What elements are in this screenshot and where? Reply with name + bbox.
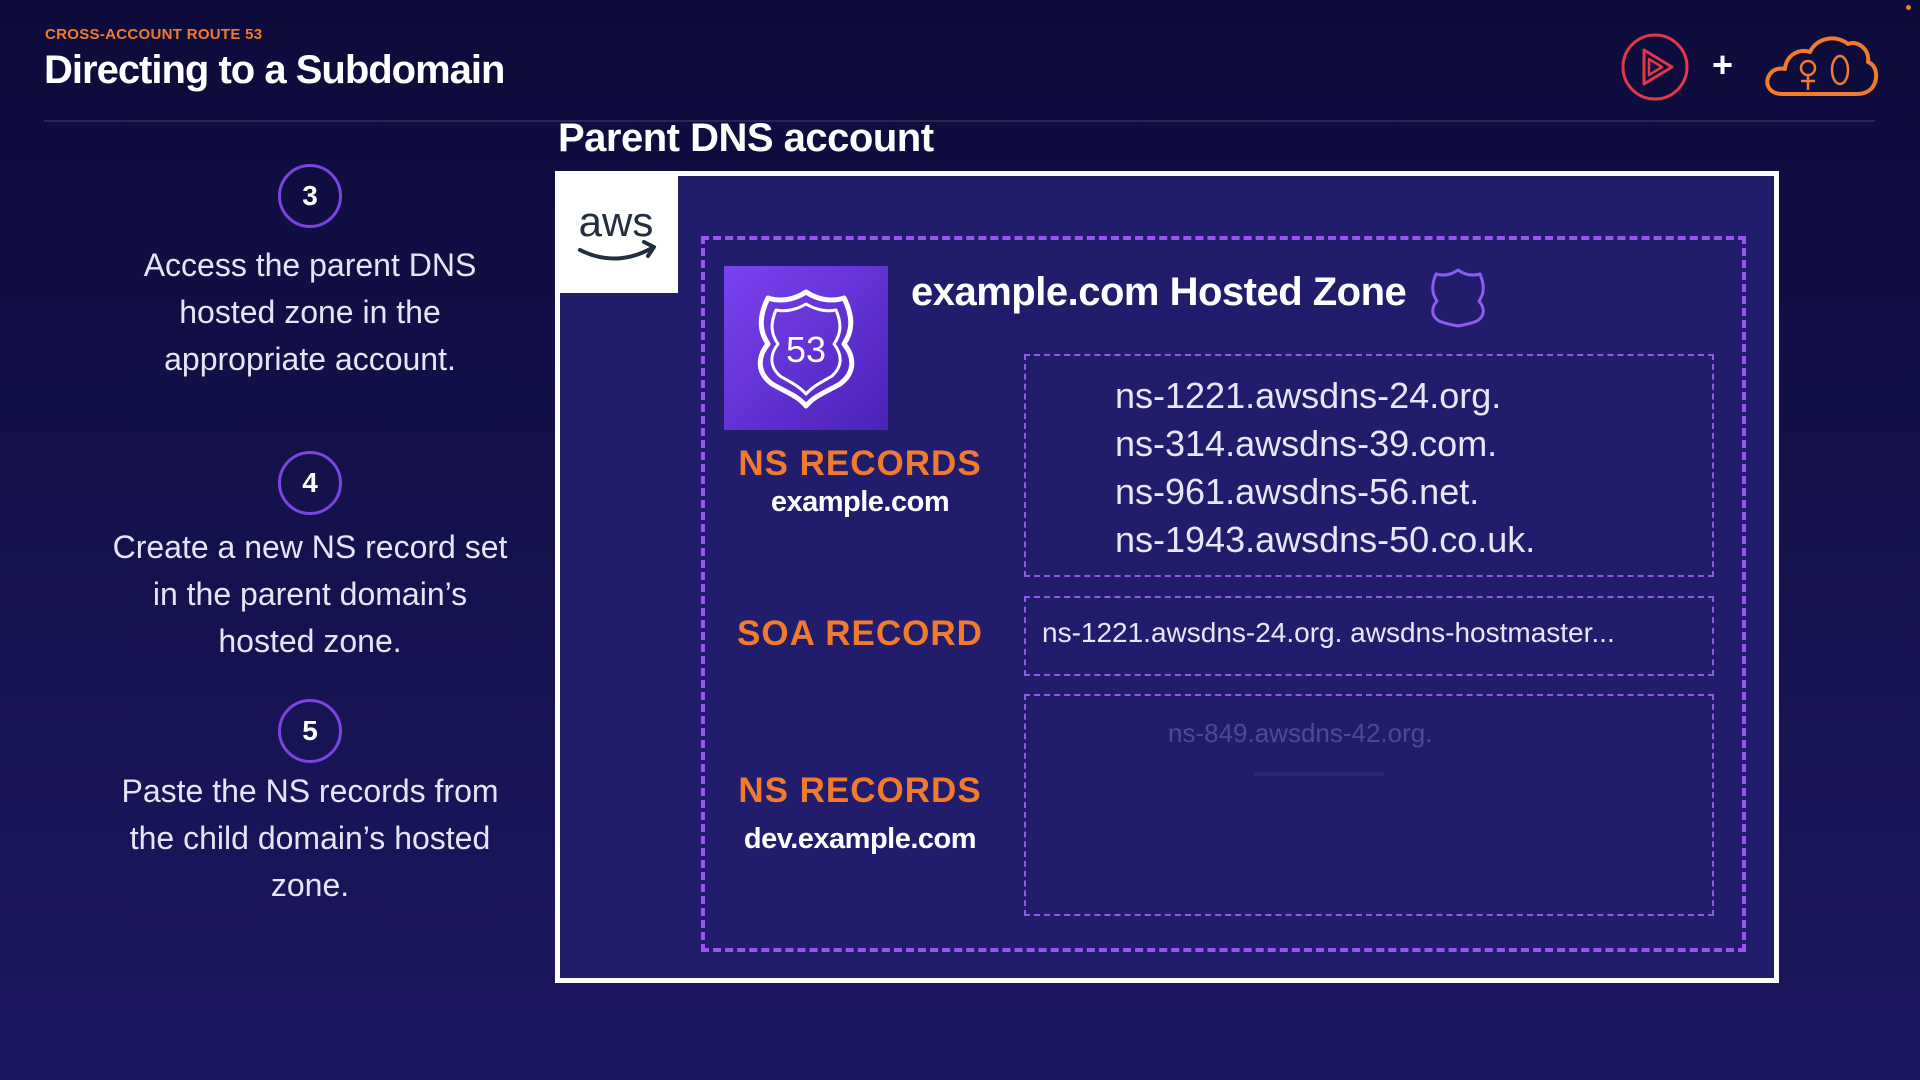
aws-logo-text: aws xyxy=(579,198,654,245)
ns-record-value: ns-961.awsdns-56.net. xyxy=(1115,471,1480,512)
step-5-text: Paste the NS records from the child doma… xyxy=(121,773,499,903)
soa-record-box xyxy=(1024,596,1714,676)
route53-number: 53 xyxy=(786,329,826,370)
pluralsight-play-icon xyxy=(1621,33,1689,101)
hosted-zone-box xyxy=(701,236,1746,952)
step-4-badge: 4 xyxy=(278,451,342,515)
faded-ns-record-value: ns-849.awsdns-42.org. xyxy=(1168,718,1433,748)
account-title: Parent DNS account xyxy=(558,116,934,160)
brand-logos: + xyxy=(1620,28,1880,108)
slide-title: Directing to a Subdomain xyxy=(44,48,505,92)
step-4-text: Create a new NS record set in the parent… xyxy=(112,529,508,659)
faded-placeholder-line xyxy=(1254,772,1384,776)
section-eyebrow: CROSS-ACCOUNT ROUTE 53 xyxy=(45,26,263,43)
route53-icon: 53 xyxy=(724,266,888,430)
header-divider xyxy=(44,120,1875,122)
step-5-badge: 5 xyxy=(278,699,342,763)
ns-records-box xyxy=(1024,354,1714,577)
plus-sign: + xyxy=(1712,44,1734,85)
child-ns-records-domain: dev.example.com xyxy=(743,823,977,855)
acloud-guru-cloud-icon xyxy=(1765,36,1879,96)
ns-records-list: ns-1221.awsdns-24.org. ns-314.awsdns-39.… xyxy=(1115,372,1535,564)
ns-record-value: ns-1943.awsdns-50.co.uk. xyxy=(1115,519,1536,560)
ns-records-label: NS RECORDS xyxy=(738,444,982,483)
ns-records-domain: example.com xyxy=(770,486,950,518)
shield-icon xyxy=(1431,268,1485,328)
soa-record-value: ns-1221.awsdns-24.org. awsdns-hostmaster… xyxy=(1042,617,1615,648)
step-3-badge: 3 xyxy=(278,164,342,228)
corner-dot xyxy=(1906,5,1911,10)
child-ns-records-label: NS RECORDS xyxy=(738,771,982,810)
step-3-text: Access the parent DNS hosted zone in the… xyxy=(143,247,477,377)
ns-record-value: ns-1221.awsdns-24.org. xyxy=(1115,375,1502,416)
hosted-zone-title: example.com Hosted Zone xyxy=(911,270,1407,314)
child-ns-records-box xyxy=(1024,694,1714,916)
soa-record-label: SOA RECORD xyxy=(737,614,983,653)
aws-logo: aws xyxy=(560,176,678,293)
ns-record-value: ns-314.awsdns-39.com. xyxy=(1115,423,1498,464)
